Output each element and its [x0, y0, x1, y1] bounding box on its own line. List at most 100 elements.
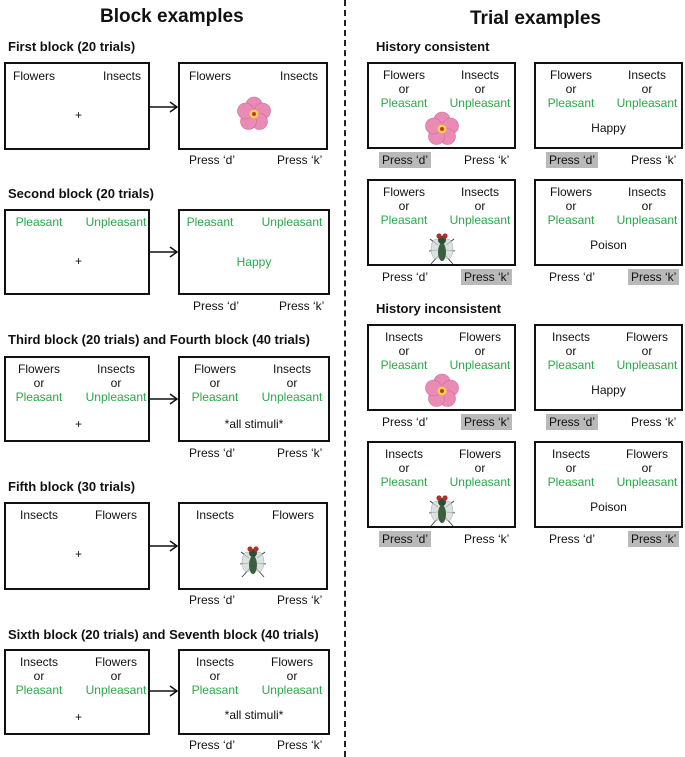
right-or: or	[110, 376, 122, 390]
fixation-cross: +	[75, 254, 83, 268]
left-label: Flowers	[193, 362, 236, 376]
left-label: Flowers	[382, 68, 425, 82]
right-label: or	[474, 461, 486, 475]
fly-icon	[239, 546, 267, 578]
press-k-label: Press ‘k’	[464, 153, 510, 167]
right-or: or	[286, 669, 298, 683]
left-label: or	[565, 461, 577, 475]
left-label: Pleasant	[547, 358, 595, 372]
press-d-label: Press ‘d’	[549, 532, 596, 546]
right-attribute: Unpleasant	[85, 390, 147, 404]
flower-icon	[425, 373, 459, 407]
left-label: Pleasant	[380, 475, 428, 489]
stimulus-screen: Flowers or Pleasant Insects or Unpleasan…	[178, 356, 330, 442]
right-attribute: Unpleasant	[261, 390, 323, 404]
left-label: Insects	[384, 330, 423, 344]
press-d-label: Press ‘d’	[379, 531, 432, 547]
left-label: Insects	[195, 655, 234, 669]
stimulus-word: Happy	[236, 255, 272, 269]
arrow-icon	[150, 246, 179, 258]
right-label: Unpleasant	[85, 215, 147, 229]
arrow-icon	[150, 540, 179, 552]
trial-examples-title: Trial examples	[470, 8, 601, 29]
right-attribute: Unpleasant	[261, 683, 323, 697]
right-label: Unpleasant	[449, 475, 511, 489]
press-k-label: Press ‘k’	[277, 153, 323, 167]
right-label: or	[641, 344, 653, 358]
left-label: Pleasant	[547, 213, 595, 227]
block-heading: Fifth block (30 trials)	[8, 479, 136, 494]
left-attribute: Pleasant	[15, 390, 63, 404]
left-label: or	[565, 82, 577, 96]
press-d-label: Press ‘d’	[189, 738, 236, 752]
stimulus-screen: Insects Flowers	[178, 502, 328, 590]
stimulus-screen: Insects or Pleasant Flowers or Unpleasan…	[178, 649, 330, 735]
stimulus-screen: Flowers Insects	[178, 62, 328, 150]
right-label: Insects	[627, 68, 666, 82]
left-label: Flowers	[12, 69, 55, 83]
fixation-cross: +	[75, 417, 83, 431]
left-label: Insects	[384, 447, 423, 461]
section-heading: History inconsistent	[376, 301, 501, 316]
right-label: or	[641, 199, 653, 213]
press-k-label: Press ‘k’	[464, 532, 510, 546]
left-label: Flowers	[382, 185, 425, 199]
right-label: Unpleasant	[261, 215, 323, 229]
press-k-label: Press ‘k’	[461, 269, 513, 285]
left-attribute: Pleasant	[15, 683, 63, 697]
fly-icon	[428, 495, 456, 527]
column-divider	[344, 0, 346, 757]
right-label: Insects	[627, 185, 666, 199]
left-label: Pleasant	[380, 96, 428, 110]
press-k-label: Press ‘k’	[461, 414, 513, 430]
press-d-label: Press ‘d’	[382, 415, 429, 429]
left-or: or	[209, 669, 221, 683]
press-k-label: Press ‘k’	[628, 269, 680, 285]
left-label: or	[565, 199, 577, 213]
left-label: Pleasant	[547, 475, 595, 489]
fixation-cross: +	[75, 108, 83, 122]
press-k-label: Press ‘k’	[277, 593, 323, 607]
left-label: or	[398, 461, 410, 475]
right-label: or	[474, 344, 486, 358]
left-label: Pleasant	[15, 215, 63, 229]
stimulus-screen: Pleasant Unpleasant Happy	[178, 209, 330, 295]
block-heading: Third block (20 trials) and Fourth block…	[8, 332, 310, 347]
right-label: Flowers	[458, 447, 501, 461]
press-k-label: Press ‘k’	[631, 153, 677, 167]
press-d-label: Press ‘d’	[189, 446, 236, 460]
left-label: Pleasant	[380, 213, 428, 227]
right-label: or	[474, 82, 486, 96]
right-attribute: Unpleasant	[85, 683, 147, 697]
press-k-label: Press ‘k’	[279, 299, 325, 313]
right-label: Unpleasant	[616, 96, 678, 110]
fixation-cross: +	[75, 710, 83, 724]
right-label: Insects	[279, 69, 318, 83]
left-label: Insects	[19, 508, 58, 522]
left-attribute: Pleasant	[191, 390, 239, 404]
left-label: or	[398, 199, 410, 213]
right-label: Flowers	[270, 655, 313, 669]
right-label: Insects	[460, 68, 499, 82]
fixation-screen: Flowers Insects +	[4, 62, 150, 150]
left-label: Insects	[195, 508, 234, 522]
fixation-cross: +	[75, 547, 83, 561]
right-label: Flowers	[625, 330, 668, 344]
block-heading: Sixth block (20 trials) and Seventh bloc…	[8, 627, 319, 642]
flower-icon	[425, 111, 459, 145]
section-heading: History consistent	[376, 39, 490, 54]
right-or: or	[110, 669, 122, 683]
left-label: Flowers	[549, 185, 592, 199]
left-label: or	[398, 344, 410, 358]
right-label: Insects	[460, 185, 499, 199]
block-examples-title: Block examples	[100, 6, 244, 27]
arrow-icon	[150, 101, 179, 113]
fly-icon	[428, 233, 456, 265]
right-label: Unpleasant	[616, 475, 678, 489]
arrow-icon	[150, 393, 179, 405]
